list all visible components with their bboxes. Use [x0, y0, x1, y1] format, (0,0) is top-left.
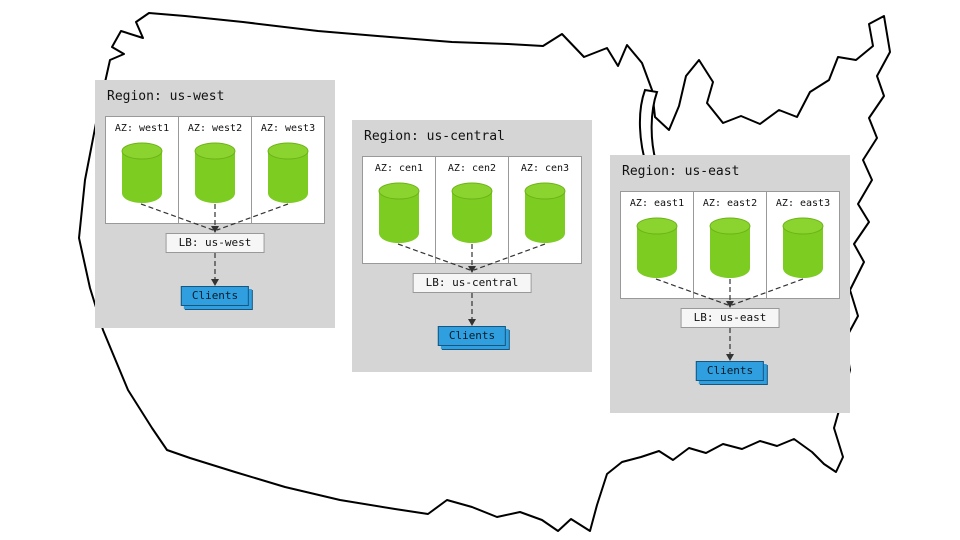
az-cell: AZ: east2: [693, 192, 766, 298]
az-label: AZ: west2: [187, 123, 243, 134]
az-label: AZ: west1: [114, 123, 170, 134]
az-cell: AZ: cen1: [363, 157, 435, 263]
database-cylinder-icon: [636, 217, 678, 278]
database-cylinder-icon: [194, 142, 236, 203]
clients-node: Clients: [437, 326, 507, 346]
az-label: AZ: cen2: [447, 163, 497, 174]
az-cell: AZ: cen2: [435, 157, 508, 263]
database-cylinder-icon: [451, 182, 493, 243]
database-cylinder-icon: [524, 182, 566, 243]
az-cell: AZ: cen3: [508, 157, 581, 263]
az-cell: AZ: east1: [621, 192, 693, 298]
load-balancer-node: LB: us-east: [680, 308, 780, 328]
az-label: AZ: cen3: [520, 163, 570, 174]
database-cylinder-icon: [782, 217, 824, 278]
az-label: AZ: cen1: [374, 163, 424, 174]
load-balancer-node: LB: us-central: [412, 273, 532, 293]
region-title: Region: us-central: [364, 129, 505, 144]
az-label: AZ: east2: [702, 198, 758, 209]
database-cylinder-icon: [121, 142, 163, 203]
az-cell: AZ: west1: [106, 117, 178, 223]
us-outline-path: [78, 12, 891, 532]
az-cell: AZ: west2: [178, 117, 251, 223]
az-box: AZ: east1 AZ: east2 AZ: east3: [620, 191, 840, 299]
az-box: AZ: west1 AZ: west2 AZ: west3: [105, 116, 325, 224]
clients-node: Clients: [180, 286, 250, 306]
database-cylinder-icon: [267, 142, 309, 203]
az-box: AZ: cen1 AZ: cen2 AZ: cen3: [362, 156, 582, 264]
region-panel-us-central: Region: us-central AZ: cen1 AZ: cen2 AZ:…: [352, 120, 592, 372]
clients-node: Clients: [695, 361, 765, 381]
az-cell: AZ: east3: [766, 192, 839, 298]
az-label: AZ: east1: [629, 198, 685, 209]
region-panel-us-east: Region: us-east AZ: east1 AZ: east2 AZ: …: [610, 155, 850, 413]
az-label: AZ: east3: [775, 198, 831, 209]
region-title: Region: us-west: [107, 89, 225, 104]
database-cylinder-icon: [378, 182, 420, 243]
load-balancer-node: LB: us-west: [165, 233, 265, 253]
az-label: AZ: west3: [260, 123, 316, 134]
az-cell: AZ: west3: [251, 117, 324, 223]
database-cylinder-icon: [709, 217, 751, 278]
region-title: Region: us-east: [622, 164, 740, 179]
region-panel-us-west: Region: us-west AZ: west1 AZ: west2 AZ: …: [95, 80, 335, 328]
